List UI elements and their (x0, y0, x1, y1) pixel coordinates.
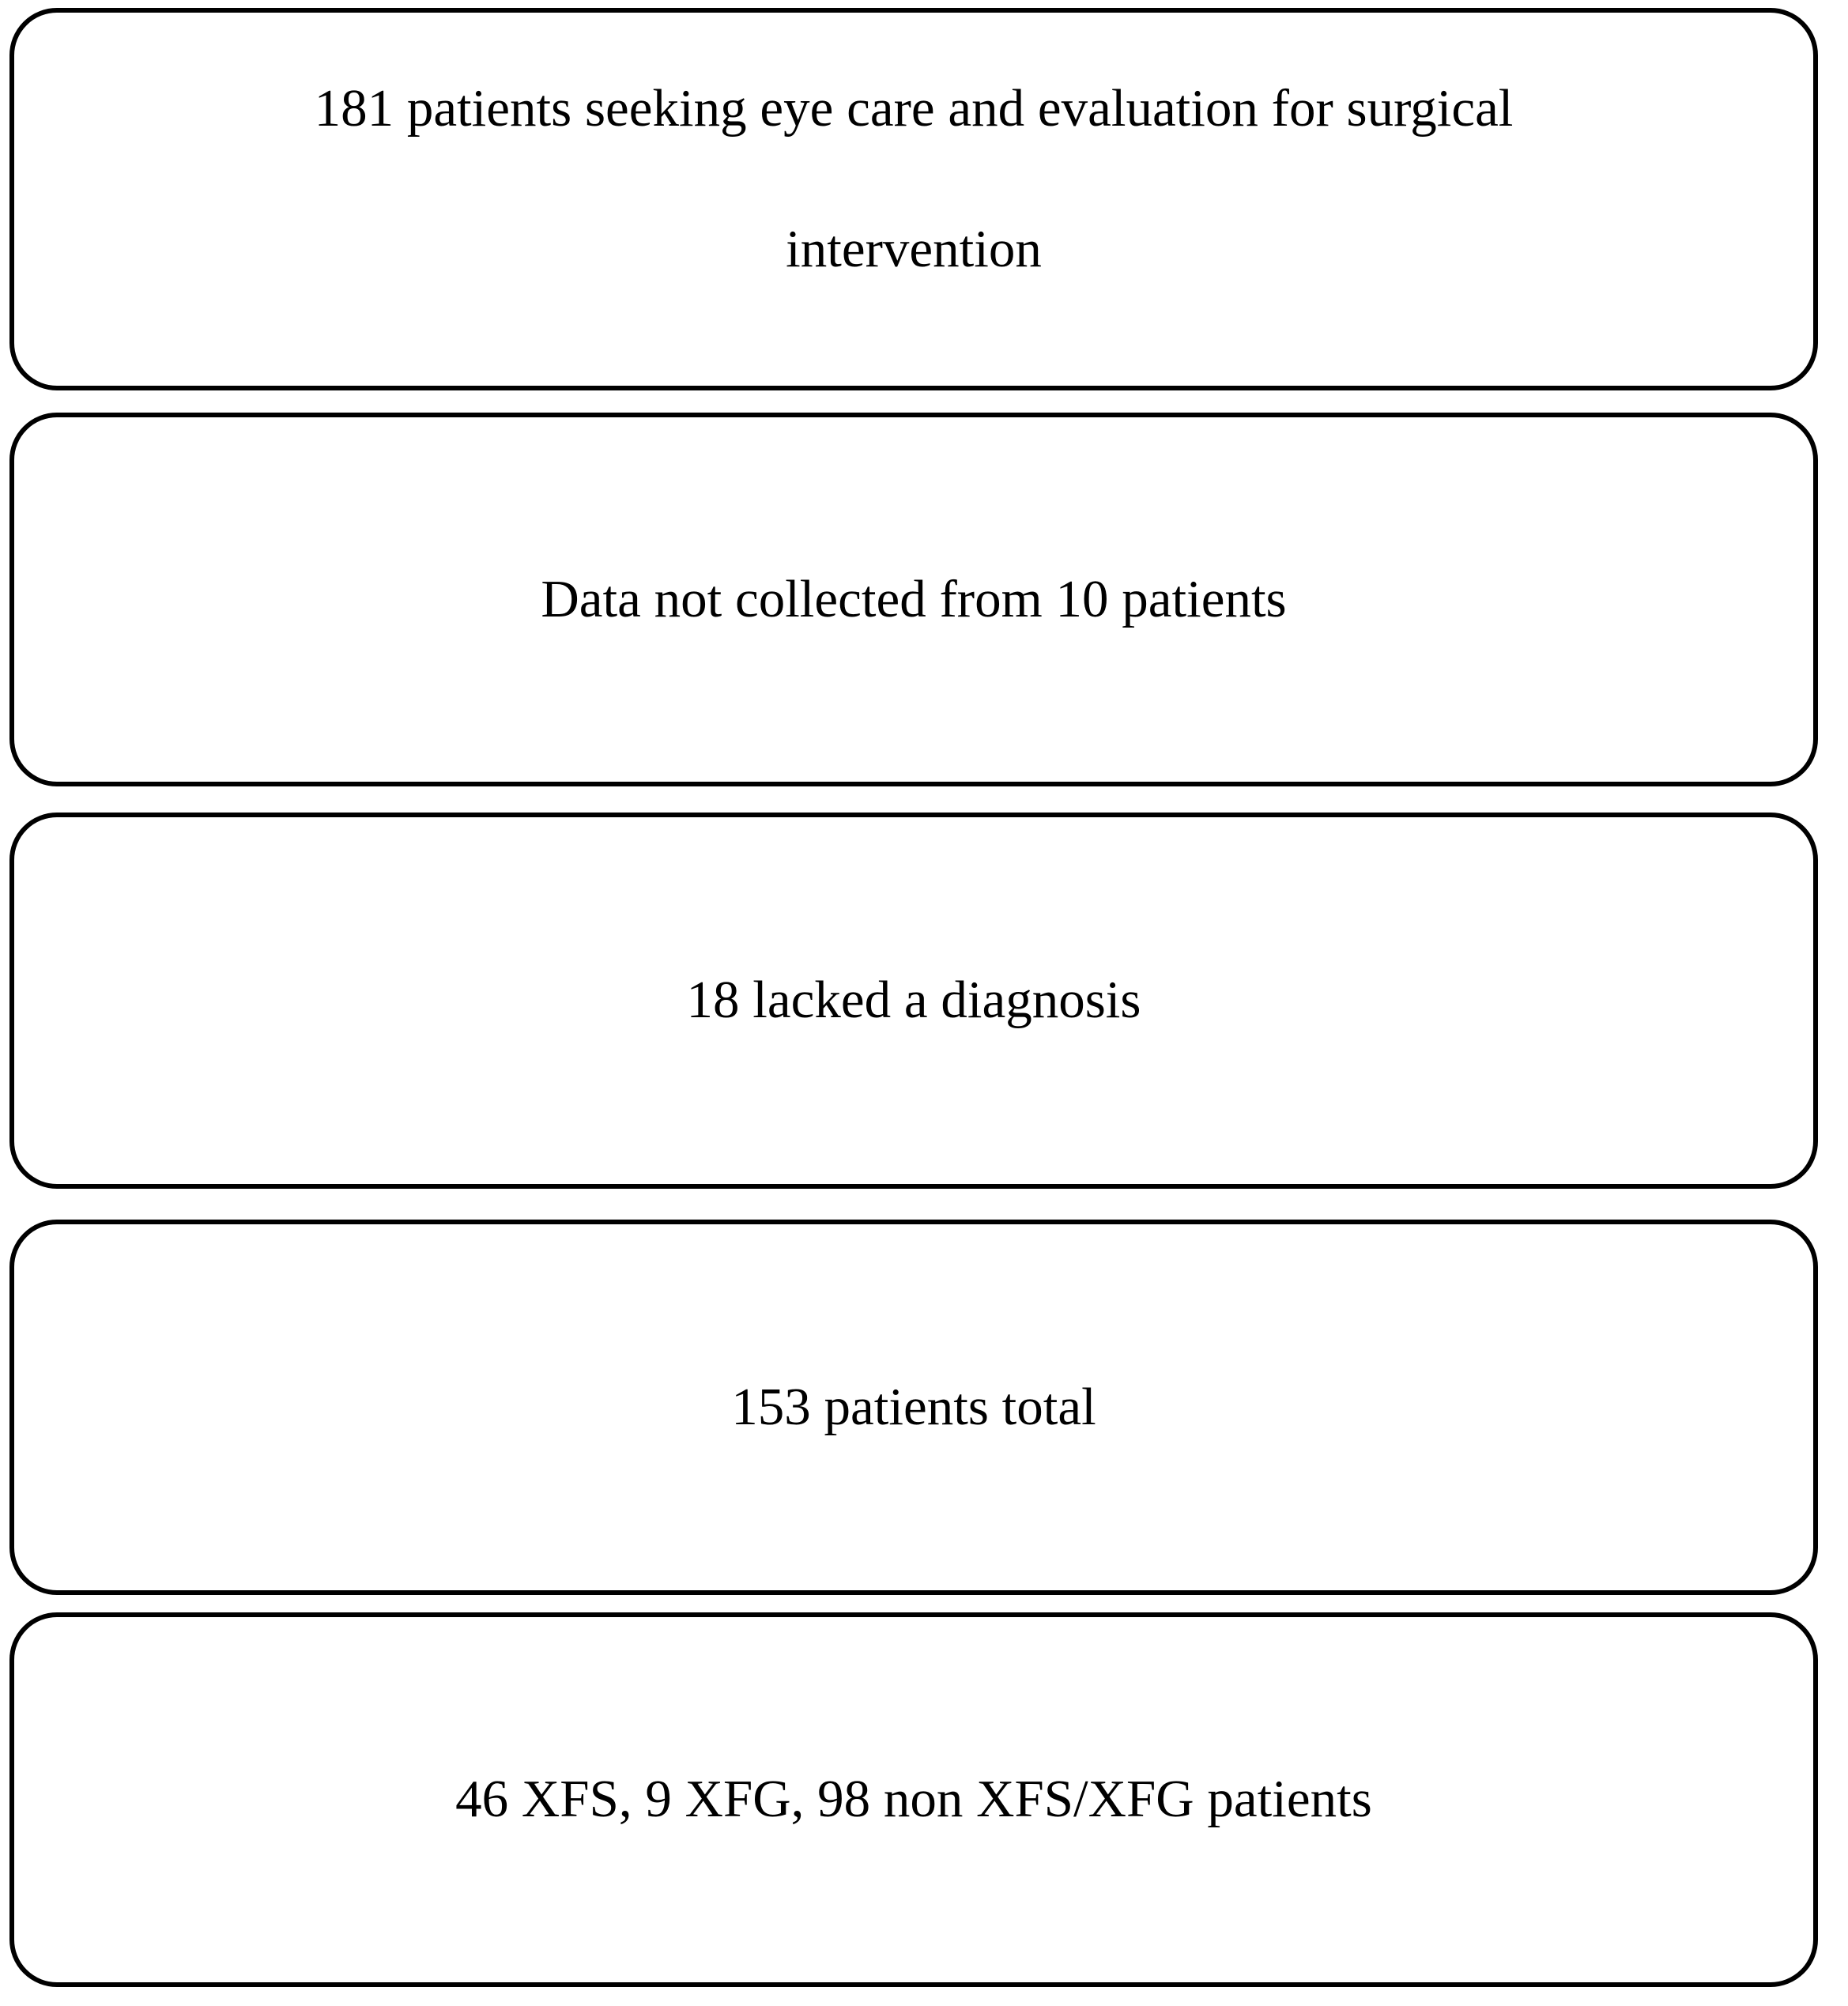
flow-box-excluded-no-data: Data not collected from 10 patients (9, 413, 1818, 786)
flow-box-text-line: 153 patients total (731, 1377, 1096, 1436)
flow-box-total-patients: 153 patients total (9, 1220, 1818, 1595)
flow-box-text: 181 patients seeking eye care and evalua… (315, 39, 1514, 319)
flow-box-text-line: Data not collected from 10 patients (541, 569, 1287, 628)
flow-box-text-line: 46 XFS, 9 XFG, 98 non XFS/XFG patients (455, 1770, 1372, 1829)
flow-box-text-line: 18 lacked a diagnosis (686, 971, 1141, 1030)
flow-box-text: 46 XFS, 9 XFG, 98 non XFS/XFG patients (455, 1765, 1372, 1834)
flow-box-text-line: 181 patients seeking eye care and evalua… (314, 79, 1514, 138)
flow-box-text: 18 lacked a diagnosis (687, 966, 1141, 1035)
flow-box-text: 153 patients total (731, 1373, 1096, 1442)
flow-box-excluded-no-diagnosis: 18 lacked a diagnosis (9, 813, 1818, 1189)
flow-box-text: Data not collected from 10 patients (541, 565, 1286, 634)
flow-box-initial-cohort: 181 patients seeking eye care and evalua… (9, 8, 1818, 390)
flow-box-text-line: intervention (786, 220, 1042, 278)
flow-box-diagnosis-groups: 46 XFS, 9 XFG, 98 non XFS/XFG patients (9, 1612, 1818, 1987)
